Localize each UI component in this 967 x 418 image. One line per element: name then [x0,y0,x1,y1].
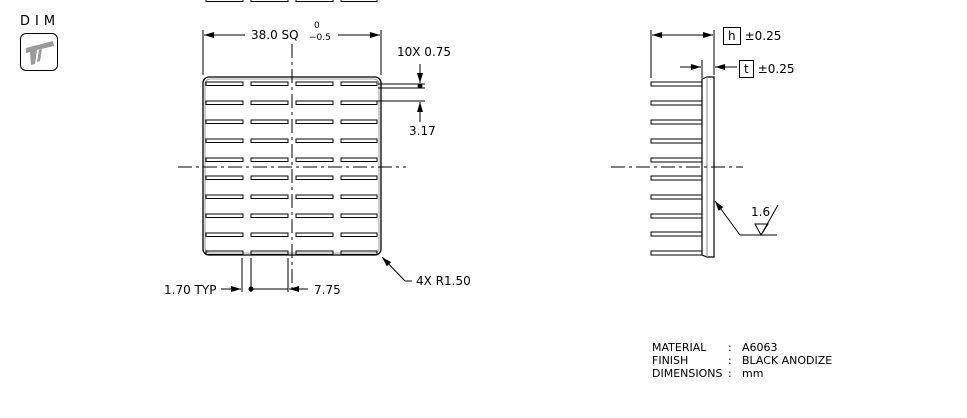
thickness-dimension: t±0.25 [739,58,795,78]
height-dimension: h±0.25 [723,25,781,45]
slot-width-label: 1.70 TYP [164,283,217,297]
column-pitch-label: 7.75 [314,283,341,297]
spec-key: FINISH [652,354,689,367]
spec-separator: : [728,367,732,380]
spec-key: MATERIAL [652,341,707,354]
spec-key: DIMENSIONS [652,367,723,380]
dim-badge[interactable]: DIM [20,14,60,71]
thickness-symbol: t [739,60,754,78]
fin-thickness-label: 10X 0.75 [397,45,452,59]
fin-slots [205,0,378,2]
corner-radius-label: 4X R1.50 [416,274,471,288]
spec-row-material: MATERIAL : A6063 [652,341,832,354]
tolerance-lower: −0.5 [309,33,331,43]
spec-value: mm [742,367,764,380]
dim-badge-title: DIM [20,14,61,29]
fin-pitch-label: 3.17 [409,124,436,138]
tolerance-upper: 0 [314,21,320,31]
caliper-icon [20,33,58,71]
spec-value: A6063 [742,341,778,354]
spec-separator: : [728,354,732,367]
spec-row-finish: FINISH : BLACK ANODIZE [652,354,832,367]
overall-size-label: 38.0 SQ [251,28,299,42]
side-fins [650,81,703,256]
top-view [178,0,425,292]
height-symbol: h [723,27,741,45]
height-tolerance: ±0.25 [744,29,782,43]
thickness-tolerance: ±0.25 [757,62,795,76]
spec-separator: : [728,341,732,354]
spec-table: MATERIAL : A6063 FINISH : BLACK ANODIZE … [652,341,832,380]
surface-roughness-label: 1.6 [751,205,771,219]
side-view [611,30,779,258]
spec-row-dimensions: DIMENSIONS : mm [652,367,832,380]
spec-value: BLACK ANODIZE [742,354,833,367]
